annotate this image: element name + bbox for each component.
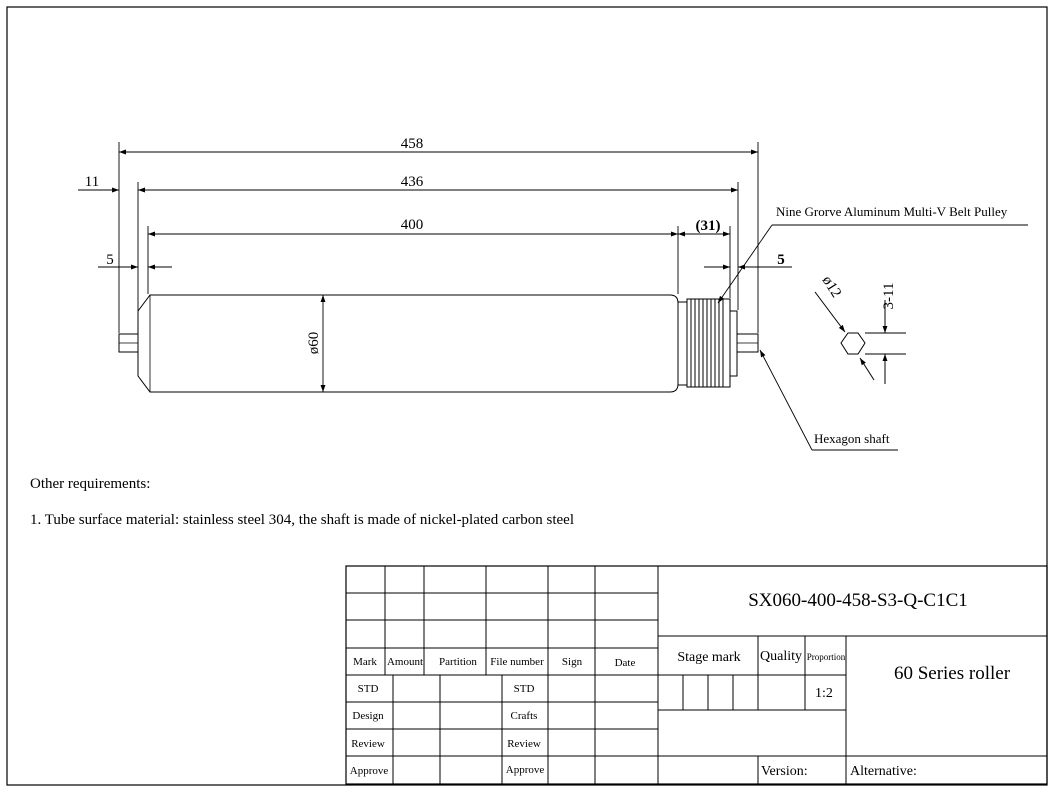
roller-tube bbox=[137, 294, 679, 393]
row-approve-left: Approve bbox=[350, 765, 389, 777]
dim-hex-diameter: ø12 bbox=[819, 273, 844, 301]
shaft-callout: Hexagon shaft bbox=[814, 431, 890, 446]
hexagon-profile bbox=[840, 332, 866, 355]
end-cap bbox=[677, 301, 688, 386]
dim-11: 11 bbox=[85, 174, 99, 190]
row-review-left: Review bbox=[351, 738, 385, 750]
dim-diameter: ø60 bbox=[306, 332, 322, 355]
hexagon-section-view bbox=[814, 291, 906, 384]
proportion-label: Proportion bbox=[807, 652, 846, 662]
row-approve-right: Approve bbox=[506, 764, 545, 776]
row-std-left: STD bbox=[358, 683, 379, 695]
row-crafts: Crafts bbox=[511, 710, 538, 722]
dim-left-5: 5 bbox=[106, 252, 114, 268]
header-file-number: File number bbox=[490, 656, 544, 668]
drawing-number: SX060-400-458-S3-Q-C1C1 bbox=[748, 590, 968, 611]
requirements-heading: Other requirements: bbox=[30, 476, 151, 492]
dimension-lines bbox=[78, 142, 1028, 451]
stage-mark-label: Stage mark bbox=[677, 650, 740, 665]
dim-400: 400 bbox=[401, 217, 424, 233]
dim-436: 436 bbox=[401, 174, 424, 190]
roller-part-view bbox=[118, 294, 759, 393]
header-partition: Partition bbox=[439, 656, 477, 668]
requirement-item-1: 1. Tube surface material: stainless stee… bbox=[30, 512, 575, 528]
belt-pulley bbox=[686, 298, 731, 388]
quality-label: Quality bbox=[760, 649, 802, 664]
alternative-label: Alternative: bbox=[850, 764, 917, 779]
pulley-callout: Nine Grorve Aluminum Multi-V Belt Pulley bbox=[776, 204, 1008, 219]
dim-hex-flat: 3-11 bbox=[881, 283, 897, 310]
header-mark: Mark bbox=[353, 656, 377, 668]
row-design: Design bbox=[352, 710, 384, 722]
sheet-border bbox=[6, 6, 1048, 786]
dim-458: 458 bbox=[401, 136, 424, 152]
version-label: Version: bbox=[761, 764, 808, 779]
row-std-right: STD bbox=[514, 683, 535, 695]
header-date: Date bbox=[615, 657, 636, 669]
dim-31: (31) bbox=[696, 218, 721, 234]
title-block: SX060-400-458-S3-Q-C1C1 60 Series roller… bbox=[345, 565, 1048, 785]
row-review-right: Review bbox=[507, 738, 541, 750]
header-sign: Sign bbox=[562, 656, 583, 668]
dim-right-5: 5 bbox=[777, 252, 785, 268]
scale-value: 1:2 bbox=[815, 686, 833, 701]
drawing-title: 60 Series roller bbox=[894, 663, 1011, 684]
header-amount: Amount bbox=[387, 656, 423, 668]
